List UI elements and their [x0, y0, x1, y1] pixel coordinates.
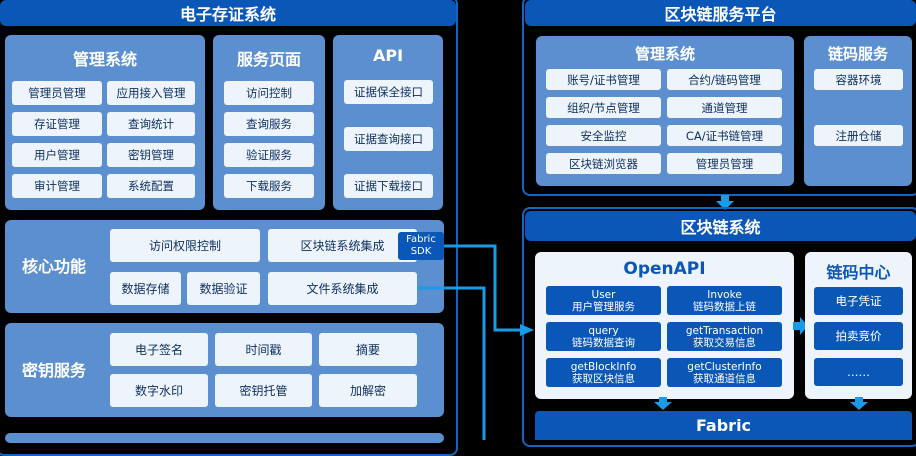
ca-cert-chain-mgmt-button[interactable]: CA/证书链管理: [667, 125, 782, 146]
e-voucher-button[interactable]: 电子凭证: [814, 287, 903, 315]
blockchain-system-title: 区块链系统: [525, 211, 916, 241]
user-mgmt-button[interactable]: 用户管理: [12, 143, 102, 167]
app-access-mgmt-button[interactable]: 应用接入管理: [107, 81, 195, 105]
encrypt-decrypt-button[interactable]: 加解密: [319, 374, 417, 407]
chaincode-service-panel: [804, 36, 912, 186]
invoke-api-button[interactable]: Invoke 链码数据上链: [667, 286, 782, 315]
next-panel-edge: [5, 433, 444, 443]
service-page-title: 服务页面: [236, 50, 301, 69]
timestamp-button[interactable]: 时间戳: [215, 333, 312, 366]
fabric-sdk-line1: Fabric: [406, 234, 436, 245]
get-transaction-api-button[interactable]: getTransaction 获取交易信息: [667, 322, 782, 351]
org-node-mgmt-button[interactable]: 组织/节点管理: [546, 97, 661, 118]
evidence-download-api-button[interactable]: 证据下载接口: [344, 174, 433, 198]
left-mgmt-title: 管理系统: [72, 50, 137, 69]
query-api-zh: 链码数据查询: [572, 336, 635, 349]
platform-admin-mgmt-button[interactable]: 管理员管理: [667, 153, 782, 174]
filesystem-integration-button[interactable]: 文件系统集成: [268, 272, 417, 305]
data-verify-button[interactable]: 数据验证: [187, 272, 260, 305]
blockchain-browser-button[interactable]: 区块链浏览器: [546, 153, 661, 174]
evidence-mgmt-button[interactable]: 存证管理: [12, 112, 102, 136]
platform-mgmt-title: 管理系统: [634, 45, 695, 63]
center-down-arrow: [850, 397, 868, 410]
channel-mgmt-button[interactable]: 通道管理: [667, 97, 782, 118]
more-button[interactable]: ……: [814, 358, 903, 386]
get-transaction-zh: 获取交易信息: [693, 336, 756, 349]
user-api-zh: 用户管理服务: [572, 300, 635, 313]
evidence-query-api-button[interactable]: 证据查询接口: [344, 127, 433, 151]
download-service-button[interactable]: 下载服务: [224, 174, 314, 198]
platform-title: 区块链服务平台: [525, 0, 916, 26]
watermark-button[interactable]: 数字水印: [110, 374, 208, 407]
user-api-en: User: [591, 288, 616, 301]
blockchain-integration-button[interactable]: 区块链系统集成: [268, 229, 417, 262]
invoke-api-zh: 链码数据上链: [693, 300, 756, 313]
fabric-sdk-badge: Fabric SDK: [398, 232, 444, 260]
invoke-api-en: Invoke: [707, 288, 742, 301]
audit-mgmt-button[interactable]: 审计管理: [12, 174, 102, 198]
container-env-button[interactable]: 容器环境: [814, 69, 903, 90]
security-monitor-button[interactable]: 安全监控: [546, 125, 661, 146]
core-function-title: 核心功能: [22, 257, 87, 276]
platform-frame: [522, 0, 916, 196]
query-api-en: query: [588, 324, 619, 337]
get-block-info-en: getBlockInfo: [570, 360, 637, 373]
chaincode-service-title: 链码服务: [827, 45, 888, 63]
key-service-title: 密钥服务: [22, 361, 87, 380]
api-title: API: [372, 46, 404, 65]
data-storage-button[interactable]: 数据存储: [110, 272, 181, 305]
get-transaction-en: getTransaction: [685, 324, 764, 337]
access-permission-button[interactable]: 访问权限控制: [110, 229, 260, 262]
auction-button[interactable]: 拍卖竞价: [814, 322, 903, 350]
query-stats-button[interactable]: 查询统计: [107, 112, 195, 136]
get-block-info-api-button[interactable]: getBlockInfo 获取区块信息: [546, 358, 661, 387]
registry-button[interactable]: 注册仓储: [814, 125, 903, 146]
key-escrow-button[interactable]: 密钥托管: [215, 374, 312, 407]
get-cluster-info-zh: 获取通道信息: [693, 372, 756, 385]
admin-mgmt-button[interactable]: 管理员管理: [12, 81, 102, 105]
evidence-system-title: 电子存证系统: [0, 0, 456, 26]
access-control-button[interactable]: 访问控制: [224, 81, 314, 105]
digest-button[interactable]: 摘要: [319, 333, 417, 366]
verify-service-button[interactable]: 验证服务: [224, 143, 314, 167]
get-cluster-info-en: getClusterInfo: [687, 360, 762, 373]
account-cert-mgmt-button[interactable]: 账号/证书管理: [546, 69, 661, 90]
key-mgmt-button[interactable]: 密钥管理: [107, 143, 195, 167]
e-signature-button[interactable]: 电子签名: [110, 333, 208, 366]
openapi-to-center-arrow: [793, 317, 808, 335]
platform-down-arrow: [716, 195, 734, 210]
chaincode-center-title: 链码中心: [826, 263, 891, 282]
query-service-button[interactable]: 查询服务: [224, 112, 314, 136]
openapi-down-arrow: [654, 397, 672, 410]
fabric-sdk-line2: SDK: [410, 246, 432, 257]
fabric-bar: Fabric: [535, 411, 912, 440]
query-api-button[interactable]: query 链码数据查询: [546, 322, 661, 351]
contract-chaincode-mgmt-button[interactable]: 合约/链码管理: [667, 69, 782, 90]
evidence-preserve-api-button[interactable]: 证据保全接口: [344, 80, 433, 104]
user-api-button[interactable]: User 用户管理服务: [546, 286, 661, 315]
get-block-info-zh: 获取区块信息: [572, 372, 635, 385]
system-config-button[interactable]: 系统配置: [107, 174, 195, 198]
openapi-title: OpenAPI: [623, 259, 706, 279]
get-cluster-info-api-button[interactable]: getClusterInfo 获取通道信息: [667, 358, 782, 387]
